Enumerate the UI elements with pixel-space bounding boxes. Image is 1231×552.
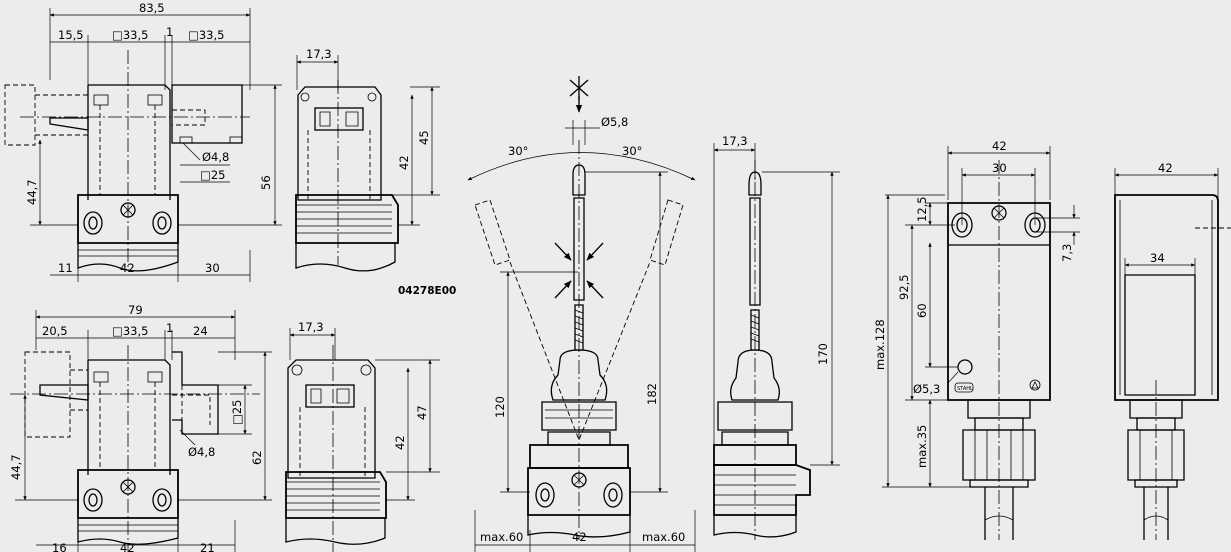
dim-b-mid-top: 42: [120, 261, 135, 275]
dim-sq-bottom: □25: [230, 400, 244, 426]
dim-b-left-top: 11: [58, 261, 73, 275]
dim-right-small: 7,3: [1060, 244, 1074, 262]
dim-right-h-b: 92,5: [897, 274, 911, 300]
dim-h-left-top: 44,7: [25, 179, 39, 205]
dim-right-h-gland: max.35: [915, 425, 929, 468]
view-side-right: [1114, 168, 1231, 540]
view-bottom-left: [10, 310, 272, 552]
dim-actuator-h2: 182: [645, 383, 659, 405]
dim-overall-bottom: 79: [128, 303, 143, 317]
dim-mid2-top: □33,5: [188, 28, 224, 42]
dim-side-h1-bottom: 47: [415, 405, 429, 420]
dim-b-right-bottom: 21: [200, 541, 215, 552]
view-side-bottom: [285, 328, 440, 552]
dim-actuator-b-right: max.60: [642, 530, 685, 544]
view-top-left: [4, 8, 282, 282]
dim-dia-top: Ø4,8: [202, 150, 229, 164]
dim-sq-top: □25: [200, 168, 226, 182]
dim-gap-bottom: 1: [166, 321, 173, 335]
dim-side-right-w-outer: 42: [1158, 161, 1173, 175]
dim-right-h-a: 12,5: [915, 196, 929, 222]
dim-h-total-top: 56: [259, 175, 273, 190]
dim-overall-top: 83,5: [139, 1, 165, 15]
drawing-code: 04278E00: [398, 285, 456, 297]
dim-angle-right: 30°: [622, 144, 642, 158]
dim-side-h2-top: 42: [397, 155, 411, 170]
dim-mid1-top: □33,5: [112, 28, 148, 42]
dim-gap-top: 1: [166, 25, 173, 39]
dim-b-mid-bottom: 42: [120, 541, 135, 552]
view-actuator-front: [467, 76, 696, 552]
dim-left-bottom: 20,5: [42, 324, 68, 338]
dim-h-left-bottom: 44,7: [9, 454, 23, 480]
view-front-right: [882, 146, 1080, 540]
dim-right-h-c: 60: [915, 303, 929, 318]
brand-label: STAHL: [957, 386, 973, 392]
dim-actuator-h1: 120: [493, 396, 507, 418]
view-side-top: [295, 55, 440, 272]
dim-rod-dia: Ø5,8: [601, 115, 628, 129]
dim-h-total-bottom: 62: [250, 450, 264, 465]
dim-right-h-max: max.128: [873, 319, 887, 370]
dim-side-right-w-inner: 34: [1150, 251, 1165, 265]
dim-actuator-b-left: max.60: [480, 530, 523, 544]
dim-side-h2-bottom: 42: [393, 435, 407, 450]
dim-actuator-b-mid: 42: [572, 530, 587, 544]
dim-angle-left: 30°: [508, 144, 528, 158]
dim-left-top: 15,5: [58, 28, 84, 42]
dim-actuator-side-h: 170: [816, 343, 830, 365]
dim-dia-bottom: Ø4,8: [188, 445, 215, 459]
dim-right-w-outer: 42: [992, 139, 1007, 153]
dim-right-hole: Ø5,3: [913, 382, 940, 396]
dim-b-left-bottom: 16: [52, 541, 67, 552]
dim-right-bottom: 24: [193, 324, 208, 338]
dim-side-w-top: 17,3: [306, 47, 332, 61]
dim-b-right-top: 30: [205, 261, 220, 275]
dim-right-w-inner: 30: [992, 161, 1007, 175]
dim-actuator-side-w: 17,3: [722, 134, 748, 148]
dim-side-w-bottom: 17,3: [298, 320, 324, 334]
dim-mid-bottom: □33,5: [112, 324, 148, 338]
view-actuator-side: [713, 143, 840, 540]
dim-side-h1-top: 45: [417, 130, 431, 145]
